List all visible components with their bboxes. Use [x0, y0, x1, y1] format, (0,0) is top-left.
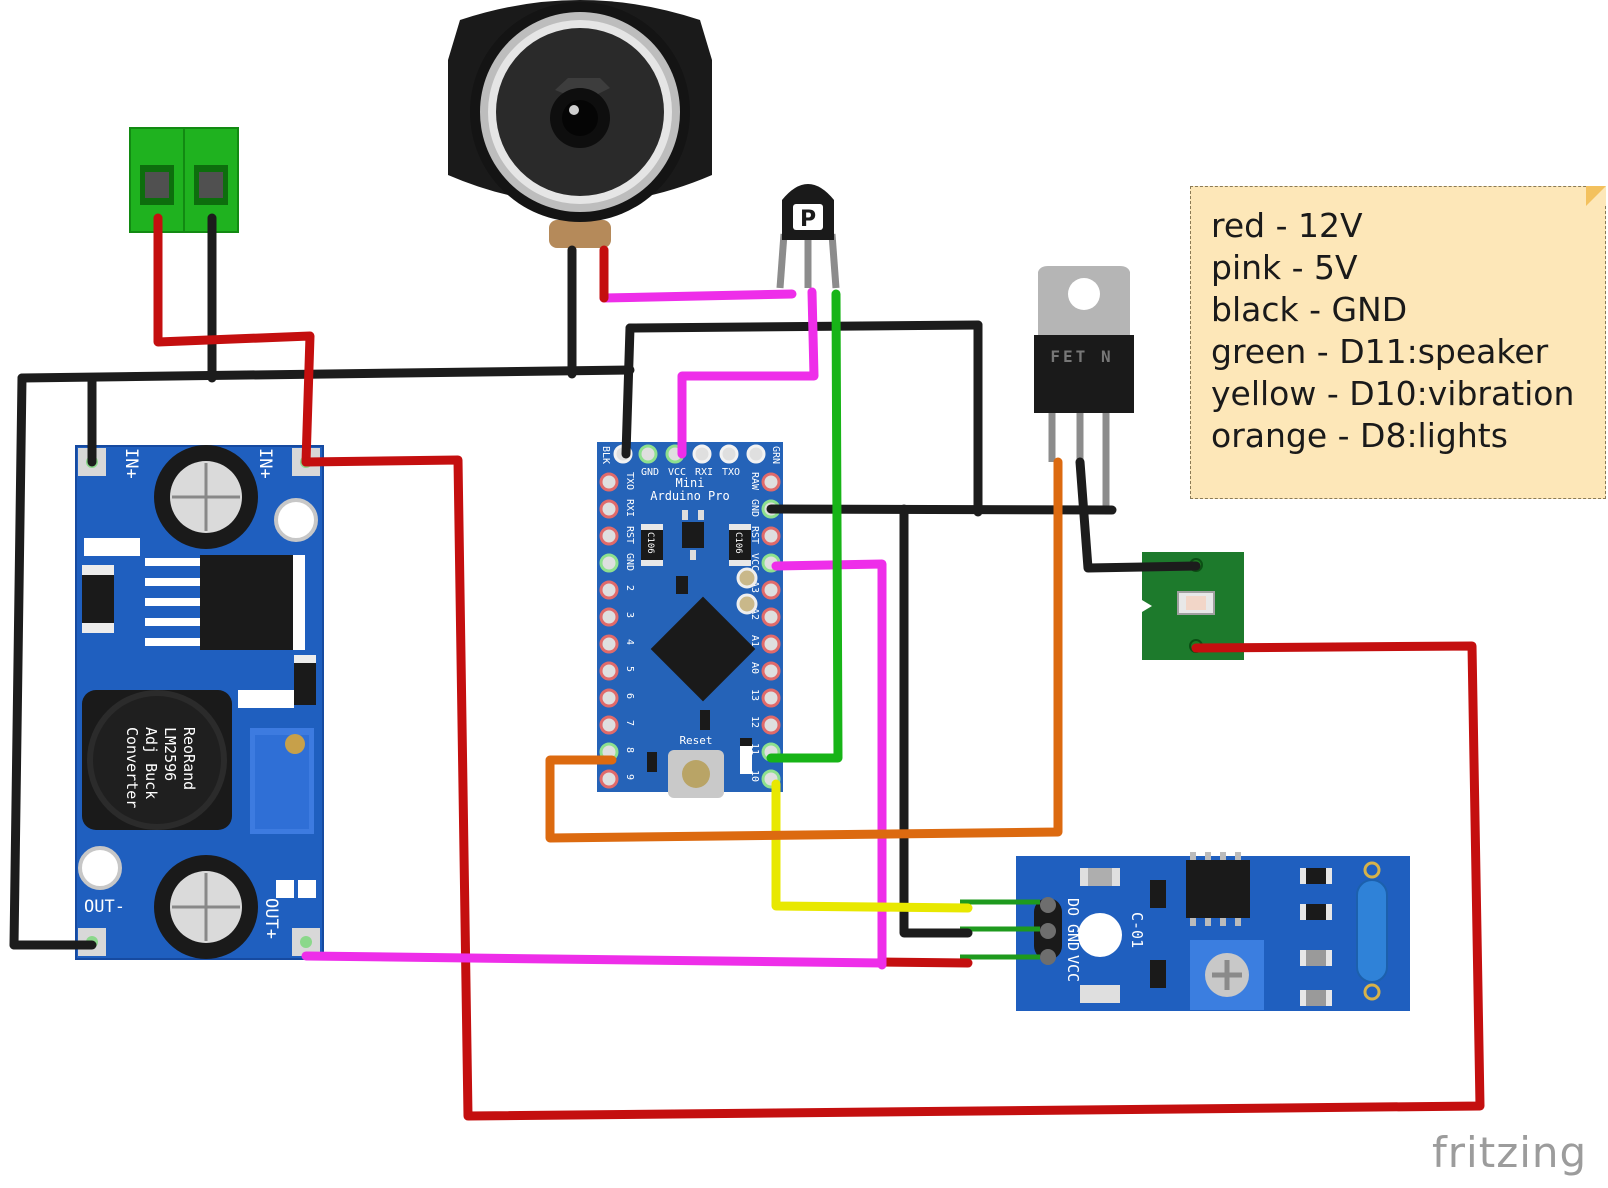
arduino-left-pin-4: GND	[624, 553, 635, 571]
legend-line-green: green - D11:speaker	[1211, 332, 1549, 371]
arduino-reset-label: Reset	[679, 734, 712, 747]
arduino-right-pin-10: 12	[749, 716, 760, 728]
wire-color-legend-note: red - 12V pink - 5V black - GND green - …	[1190, 186, 1606, 499]
arduino-left-pins: TXO RXI RST GND 2 3 4 5 6 7 8 9	[599, 472, 635, 789]
arduino-left-pin-3: RST	[624, 526, 635, 544]
arduino-corner-grn: GRN	[770, 446, 781, 464]
legend-line-red: red - 12V	[1211, 206, 1363, 245]
arduino-right-pin-6: A2	[749, 608, 760, 620]
wire-gnd-6	[625, 320, 983, 333]
arduino-right-pins: RAW GND RST VCC A3 A2 A1 A0 13 12 11 10	[749, 472, 781, 789]
buck-label-line-2: LM2596	[161, 727, 179, 781]
arduino-top-pin-gnd: GND	[641, 467, 659, 478]
arduino-right-pin-11: 11	[749, 743, 760, 755]
arduino-left-pin-12: 9	[624, 774, 635, 780]
sensor-pin-vcc: VCC	[1064, 955, 1082, 982]
vibration-sensor-module: DO GND VCC C-01	[1016, 852, 1410, 1011]
arduino-top-pin-vcc: VCC	[668, 467, 686, 478]
buck-out-plus-label: OUT+	[261, 898, 281, 939]
legend-line-pink: pink - 5V	[1211, 248, 1358, 287]
arduino-top-pin-rxi: RXI	[695, 467, 713, 478]
arduino-left-pin-1: TXO	[624, 472, 635, 490]
arduino-right-pin-2: GND	[749, 499, 760, 517]
legend-line-black: black - GND	[1211, 290, 1408, 329]
wire-speaker-19	[766, 289, 843, 763]
wire-5v-18	[301, 951, 887, 968]
sensor-pin-gnd: GND	[1064, 924, 1082, 951]
wire-gnd-3	[9, 373, 27, 950]
buck-out-minus-label: OUT-	[84, 897, 125, 917]
sensor-pin-do: DO	[1064, 898, 1082, 916]
arduino-title-1: Mini	[676, 476, 705, 490]
arduino-cap-label-right: C106	[733, 532, 743, 554]
sensor-chip-label: C-01	[1128, 912, 1146, 948]
arduino-left-pin-8: 5	[624, 666, 635, 672]
wire-12v-14	[875, 957, 973, 968]
speaker	[448, 0, 712, 248]
buck-in-plus-left-label: IN+	[121, 448, 141, 479]
arduino-right-pin-1: RAW	[749, 472, 760, 491]
arduino-right-pin-5: A3	[749, 581, 760, 593]
legend-line-orange: orange - D8:lights	[1211, 416, 1508, 455]
arduino-right-pin-4: VCC	[749, 553, 760, 571]
arduino-top-pin-txo: TXO	[722, 467, 740, 478]
arduino-left-pin-11: 8	[624, 747, 635, 753]
pnp-transistor: P	[776, 184, 840, 289]
arduino-left-pin-5: 2	[624, 585, 635, 591]
wire-12v-13	[301, 455, 1485, 1121]
wire-5v-15	[599, 289, 797, 303]
arduino-cap-label-left: C106	[645, 532, 655, 554]
arduino-left-pin-9: 6	[624, 693, 635, 699]
wires	[9, 213, 1485, 1121]
arduino-right-pin-8: A0	[749, 662, 760, 674]
power-terminal-block	[129, 127, 239, 233]
arduino-right-pin-9: 13	[749, 689, 760, 701]
arduino-right-pin-12: 10	[749, 770, 760, 782]
buck-label-line-1: ReoRand	[180, 727, 198, 790]
arduino-right-pin-7: A1	[749, 635, 760, 647]
sensor-pin-leads	[960, 899, 1040, 960]
arduino-title-2: Arduino Pro	[650, 489, 729, 503]
legend-line-yellow: yellow - D10:vibration	[1211, 374, 1575, 413]
wire-gnd-2	[17, 365, 635, 383]
wire-vibration-20	[771, 779, 973, 913]
buck-label-line-3: Adj Buck	[142, 727, 160, 799]
wire-5v-16	[677, 287, 819, 459]
transistor-marking: P	[800, 207, 816, 232]
wire-gnd-7	[621, 323, 635, 459]
buck-label-line-4: Converter	[123, 727, 141, 808]
arduino-corner-blk: BLK	[600, 446, 611, 464]
arduino-pro-mini: GND VCC RXI TXO BLK GRN Mini Arduino Pro…	[597, 442, 783, 798]
wire-12v-12	[153, 213, 315, 467]
buck-converter: IN+ IN+ OUT- OUT+ ReoRand LM2596 Adj Buc…	[75, 445, 324, 960]
fritzing-watermark: fritzing	[1432, 1128, 1588, 1177]
mosfet-marking: FET N	[1050, 347, 1113, 366]
wire-lights-21	[545, 457, 1063, 843]
arduino-left-pin-6: 3	[624, 612, 635, 618]
arduino-right-pin-3: RST	[749, 526, 760, 544]
arduino-left-pin-2: RXI	[624, 499, 635, 517]
wire-gnd-10	[899, 504, 973, 938]
arduino-left-pin-7: 4	[624, 639, 635, 645]
wire-gnd-11	[1075, 457, 1201, 573]
arduino-left-pin-10: 7	[624, 720, 635, 726]
buck-in-plus-right-label: IN+	[255, 448, 275, 479]
mosfet: FET N	[1034, 266, 1134, 510]
